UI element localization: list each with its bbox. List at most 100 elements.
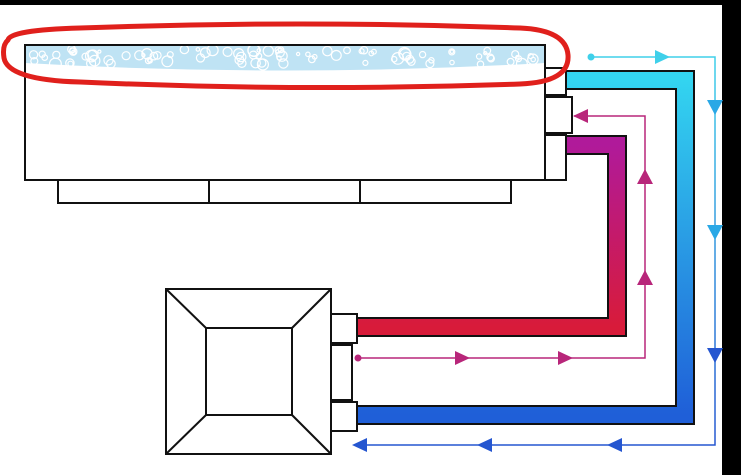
bubble-icon bbox=[121, 51, 131, 61]
bubble-icon bbox=[65, 58, 75, 68]
outdoor-unit-inner-box bbox=[205, 327, 293, 416]
bubble-icon bbox=[67, 60, 74, 68]
bubble-icon bbox=[483, 46, 492, 55]
bubble-icon bbox=[475, 53, 483, 60]
outdoor-unit-corner-line bbox=[165, 288, 207, 329]
cold-pipe-outline-inner bbox=[356, 88, 677, 407]
bubble-icon bbox=[359, 45, 369, 55]
bubble-icon bbox=[195, 47, 201, 52]
hot-pipe-outline-outer bbox=[356, 135, 627, 337]
bubble-icon bbox=[70, 49, 77, 56]
outdoor-unit-corner-line bbox=[291, 288, 332, 329]
indoor-unit-port-bottom bbox=[544, 134, 567, 181]
bubble-icon bbox=[87, 49, 99, 61]
outdoor-unit-corner-line bbox=[291, 414, 332, 455]
hot-pipe-outline-inner bbox=[356, 153, 609, 319]
flow-arrow-icon bbox=[573, 109, 588, 123]
bubble-icon bbox=[449, 49, 455, 55]
flow-arrow-icon bbox=[637, 270, 653, 285]
bubble-icon bbox=[256, 58, 269, 71]
highlight-ellipse-icon bbox=[1, 21, 571, 91]
hot-flow-start-dot bbox=[354, 354, 362, 362]
bubble-icon bbox=[195, 53, 206, 63]
flow-arrow-icon bbox=[707, 225, 723, 240]
outdoor-unit-corner-line bbox=[165, 414, 207, 455]
bubble-icon bbox=[166, 51, 174, 59]
bubble-icon bbox=[530, 56, 537, 63]
bubble-icon bbox=[144, 57, 152, 65]
cold-flow-start-dot bbox=[587, 53, 595, 61]
bubble-icon bbox=[134, 50, 145, 61]
outdoor-unit-port-middle bbox=[330, 344, 353, 401]
bubble-icon bbox=[199, 47, 211, 59]
bubble-icon bbox=[343, 46, 351, 55]
bubble-icon bbox=[105, 58, 116, 69]
bubble-icon bbox=[30, 56, 39, 66]
bubble-icon bbox=[425, 58, 435, 69]
hot-refrigerant-pipe-icon bbox=[356, 136, 626, 336]
flow-arrow-icon bbox=[707, 100, 723, 115]
bubble-icon bbox=[418, 50, 427, 59]
bubble-icon bbox=[222, 46, 233, 58]
bubble-icon bbox=[428, 56, 435, 64]
cold-pipe-outline-outer bbox=[356, 70, 695, 425]
flow-arrow-icon bbox=[477, 438, 492, 452]
bubble-icon bbox=[448, 48, 456, 56]
bubble-icon bbox=[85, 58, 97, 69]
bubble-icon bbox=[52, 50, 61, 60]
bubble-icon bbox=[250, 57, 261, 69]
bubble-icon bbox=[274, 46, 282, 54]
bubble-icon bbox=[141, 53, 146, 58]
bubble-icon bbox=[406, 57, 416, 66]
flow-arrow-icon bbox=[655, 50, 670, 64]
bubble-icon bbox=[476, 60, 485, 68]
bubble-icon bbox=[322, 45, 333, 57]
indoor-air-conditioner-icon bbox=[24, 43, 573, 204]
outdoor-condenser-icon bbox=[165, 288, 358, 455]
bubble-icon bbox=[487, 54, 496, 63]
bubble-icon bbox=[358, 48, 365, 55]
bubble-icon bbox=[68, 47, 78, 56]
bubble-icon bbox=[88, 54, 101, 67]
bubble-icon bbox=[237, 58, 247, 69]
bubble-icon bbox=[370, 48, 377, 55]
bubble-icon bbox=[514, 55, 523, 63]
outdoor-unit-port-bottom bbox=[330, 401, 358, 432]
frame-right-bar bbox=[722, 0, 741, 475]
bubble-icon bbox=[97, 49, 102, 54]
bubble-icon bbox=[362, 59, 369, 67]
flow-arrow-icon bbox=[455, 351, 470, 365]
bubble-icon bbox=[308, 55, 316, 64]
bubble-icon bbox=[152, 51, 162, 60]
flow-arrow-icon bbox=[558, 351, 573, 365]
bubble-icon bbox=[41, 54, 49, 61]
bubble-icon bbox=[278, 58, 289, 69]
bubble-icon bbox=[233, 47, 245, 60]
indoor-unit-foot-left bbox=[57, 179, 210, 204]
flow-arrow-icon bbox=[707, 348, 723, 363]
indoor-unit-port-middle bbox=[544, 96, 573, 134]
flow-arrow-icon bbox=[607, 438, 622, 452]
bubble-icon bbox=[235, 51, 247, 63]
bubble-icon bbox=[81, 52, 90, 61]
bubble-icon bbox=[330, 49, 342, 61]
bubble-icon bbox=[483, 51, 488, 56]
hot-flow-guide-line bbox=[358, 115, 646, 359]
bubble-icon bbox=[295, 51, 301, 57]
indoor-unit-foot-right bbox=[359, 179, 512, 204]
bubble-icon bbox=[391, 52, 405, 65]
bubble-icon bbox=[149, 51, 159, 61]
outdoor-unit-port-top bbox=[330, 313, 358, 344]
bubble-icon bbox=[449, 59, 455, 66]
cold-refrigerant-pipe-icon bbox=[356, 71, 694, 424]
bubble-icon bbox=[305, 51, 311, 58]
bubble-icon bbox=[527, 53, 539, 65]
flow-arrow-icon bbox=[352, 438, 367, 452]
flow-arrow-icon bbox=[637, 169, 653, 184]
bubble-icon bbox=[275, 47, 285, 58]
indoor-unit-foot-middle bbox=[208, 179, 361, 204]
indoor-unit-bubbles bbox=[28, 43, 539, 71]
frame-top-bar bbox=[0, 0, 741, 5]
